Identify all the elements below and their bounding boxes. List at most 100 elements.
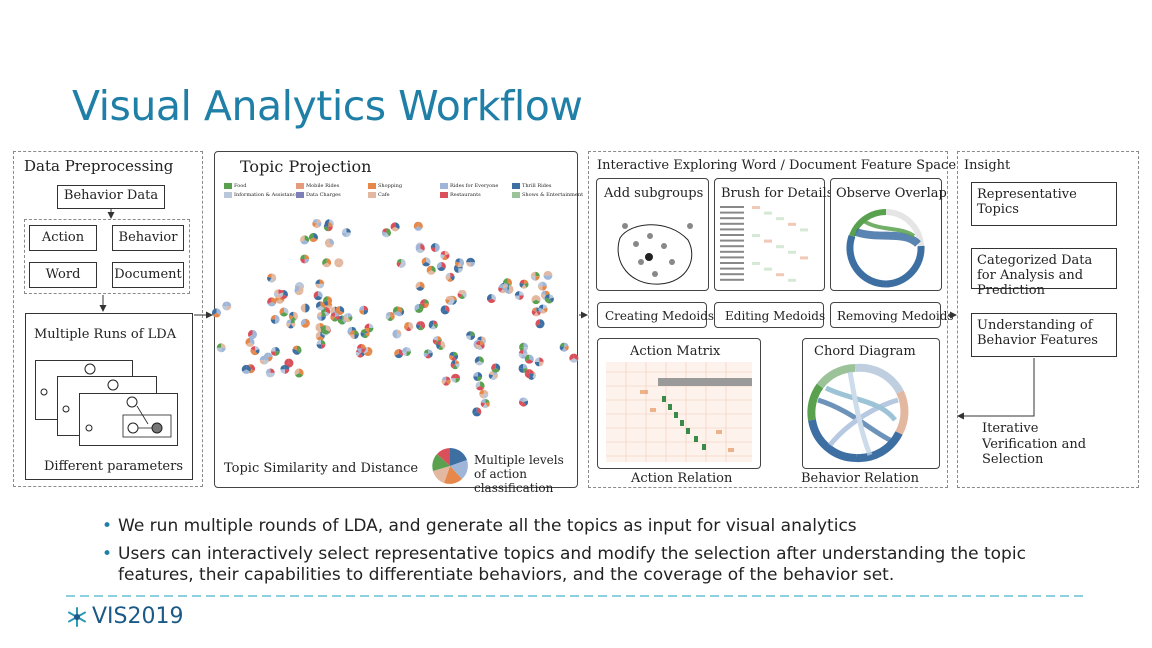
pie-slice (398, 263, 404, 268)
pie-slice (480, 402, 486, 408)
pie-slice (360, 332, 366, 338)
pie-slice (466, 257, 471, 263)
topic-pie-glyph (519, 279, 529, 289)
topic-pie-glyph (534, 357, 544, 367)
pie-slice (349, 334, 355, 340)
pie-slice (449, 298, 455, 304)
pie-slice (319, 279, 325, 284)
pie-slice (245, 337, 250, 345)
topic-pie-glyph (413, 221, 423, 231)
pie-slice (424, 299, 430, 304)
legend-label: Mobile Rides (306, 183, 340, 189)
pie-slice (424, 303, 430, 309)
bullet-dot-icon: • (102, 516, 113, 536)
topic-pie-glyph (519, 342, 529, 352)
pie-slice (278, 292, 283, 298)
pie-slice (466, 335, 471, 341)
pie-slice (537, 281, 543, 287)
legend-item: Shopping (368, 183, 402, 189)
pie-slice (495, 363, 501, 371)
pie-slice (534, 361, 540, 367)
brush-heat-cell (788, 250, 796, 254)
topic-pie-glyph (440, 305, 450, 315)
topic-pie-glyph (543, 270, 553, 280)
pie-slice (428, 352, 433, 358)
pie-slice (267, 297, 272, 305)
topic-pie-glyph (535, 319, 545, 329)
pie-slice (455, 360, 460, 365)
pie-slice (296, 348, 302, 354)
pie-slice (524, 354, 530, 362)
pie-slice (477, 376, 483, 382)
creating-medoids-button[interactable]: Creating Medoids (597, 302, 714, 328)
pie-slice (500, 288, 506, 294)
topic-pie-glyph (300, 318, 310, 328)
topic-pie-glyph (420, 299, 430, 309)
pie-slice (304, 258, 310, 264)
legend-swatch (512, 183, 520, 189)
preprocessing-header: Data Preprocessing (24, 157, 174, 175)
pie-slice (267, 301, 276, 307)
pie-slice (284, 358, 289, 366)
pie-slice (385, 314, 391, 321)
topic-pie-glyph (488, 370, 498, 380)
topic-pie-glyph (524, 369, 534, 379)
pie-slice (573, 353, 579, 361)
topic-pie-glyph (530, 271, 540, 281)
lda-caption: Different parameters (44, 459, 184, 474)
topic-pie-glyph (416, 321, 426, 331)
pie-slice (364, 323, 370, 329)
pie-slice (436, 340, 441, 346)
brush-heat-cell (788, 222, 796, 226)
document-label: Document (114, 267, 182, 282)
pie-slice (479, 356, 484, 364)
topic-pie-glyph (270, 346, 280, 356)
editing-medoids-button[interactable]: Editing Medoids (714, 302, 825, 328)
pie-slice (525, 359, 534, 364)
pie-slice (390, 314, 395, 321)
topic-pie-glyph (316, 311, 326, 321)
pie-slice (436, 262, 442, 269)
pie-slice (536, 323, 544, 329)
pie-slice (540, 308, 546, 314)
pie-slice (315, 326, 321, 332)
pie-slice (531, 295, 537, 302)
pie-slice (435, 247, 440, 253)
pie-slice (289, 311, 294, 317)
pie-slice (216, 308, 221, 316)
brush-heat-cell (800, 228, 808, 232)
pie-slice (274, 289, 279, 294)
pie-slice (445, 298, 450, 304)
topic-pie-glyph (491, 363, 501, 373)
pie-slice (520, 354, 526, 359)
pie-slice (316, 222, 322, 228)
pie-slice (290, 322, 296, 328)
pie-slice (455, 373, 461, 379)
removing-medoids-button[interactable]: Removing Medoids (830, 302, 954, 328)
action-relation-label: Action Relation (631, 471, 733, 486)
pie-slice (386, 228, 391, 233)
pie-slice (542, 281, 547, 287)
topic-pie-glyph (267, 273, 277, 283)
pie-slice (270, 372, 275, 378)
pie-slice (280, 364, 285, 370)
pie-slice (440, 305, 446, 313)
pie-slice (387, 316, 393, 321)
pie-slice (390, 222, 396, 230)
pie-slice (265, 372, 271, 378)
topic-pie-glyph (426, 265, 436, 275)
pie-slice (288, 323, 294, 329)
pie-slice (450, 360, 456, 365)
brush-list-row (720, 217, 744, 220)
pie-slice (561, 347, 567, 352)
legend-item: Shows & Entertainment (512, 192, 583, 198)
pie-slice (252, 350, 258, 356)
pie-slice (408, 325, 414, 331)
pie-slice (273, 292, 279, 298)
pie-slice (405, 326, 412, 332)
pie-slice (530, 271, 536, 277)
pie-slice (451, 373, 456, 379)
pie-slice (394, 349, 399, 356)
pie-slice (305, 318, 310, 326)
